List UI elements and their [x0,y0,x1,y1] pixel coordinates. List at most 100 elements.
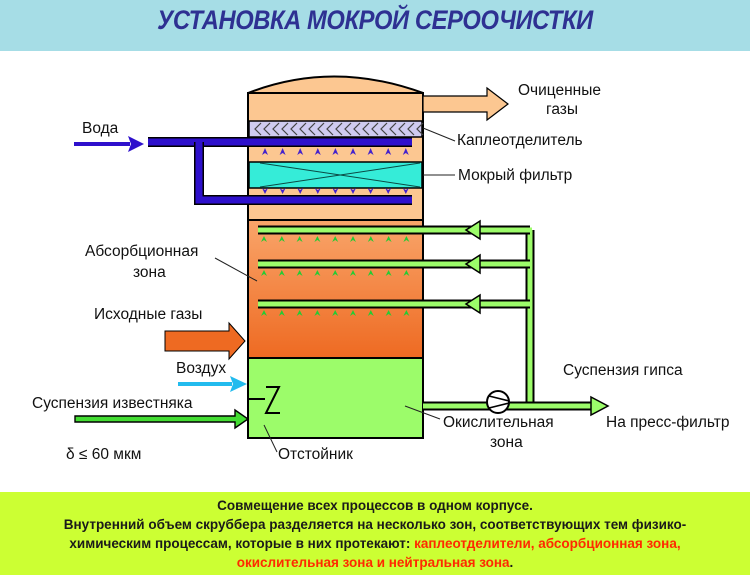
chevron-mark [272,122,280,136]
spray-nozzle-icon [332,310,339,316]
spray-down-icon [332,188,339,194]
spray-nozzle-icon [367,270,374,276]
header-bar: УСТАНОВКА МОКРОЙ СЕРООЧИСТКИ [0,0,750,51]
spray-down-icon [297,188,304,194]
limestone-arrow [74,408,250,430]
spray-up-icon [279,148,286,155]
caption-highlight-1: каплеотделители, абсорбционная зона, [414,536,681,551]
caption-line-4-suffix: . [509,555,514,570]
spray-up-icon [402,148,409,155]
caption-line-1: Совмещение всех процессов в одном корпус… [217,498,533,513]
chevron-mark [344,122,352,136]
spray-up-icon [262,148,268,155]
mist-eliminator-chevrons [254,122,424,136]
caption-line-2: Внутренний объем скруббера разделяется н… [63,517,687,532]
spray-nozzle-icon [278,310,285,316]
gypsum-outlet-line [423,395,610,417]
spray-down-icon [262,188,268,194]
spray-nozzle-icon [296,270,303,276]
caption-line-4: окислительная зона и нейтральная зона. [0,553,750,572]
leader-lines [214,127,456,453]
spray-nozzle-icon [332,270,339,276]
spray-down-icon [314,188,321,194]
slurry-recirculation-pipes [258,219,535,406]
chevron-mark [371,122,379,136]
spray-nozzle-icon [385,236,392,242]
raw-gas-arrow [164,321,246,361]
spray-up-icon [297,148,304,155]
spray-up-icon [314,148,321,155]
label-mist-eliminator: Каплеотделитель [457,132,583,149]
spray-nozzle-icon [403,236,410,242]
scrubber-diagram [74,75,610,453]
chevron-mark [263,122,271,136]
chevron-mark [308,122,316,136]
spray-down-icon [279,188,286,194]
air-inlet-arrow [178,376,247,392]
pump-icon [486,390,510,414]
spray-up-icon [332,148,339,155]
spray-down-icon [350,188,356,194]
label-air: Воздух [176,360,227,377]
clean-gas-arrow [422,86,509,122]
spray-nozzle-icon [385,310,392,316]
spray-up-icon [367,148,374,155]
label-absorption-zone: Абсорбционная [85,243,199,260]
spray-nozzle-icon [367,236,374,242]
spray-down-icon [385,188,392,194]
label-wet-filter: Мокрый фильтр [458,167,573,184]
spray-nozzle-icon [403,310,410,316]
label-settler: Отстойник [278,446,353,463]
water-pipes [148,137,412,205]
spray-nozzle-icon [261,270,267,276]
spray-nozzle-icon [332,236,339,242]
spray-nozzle-icon [403,270,410,276]
chevron-mark [281,122,289,136]
spray-down-icon [367,188,374,194]
chevron-mark [317,122,325,136]
spray-nozzle-icon [367,310,374,316]
absorption-zone [247,219,424,359]
caption-line-3: химическим процессам, которые в них прот… [0,534,750,553]
spray-nozzle-icon [278,236,285,242]
spray-nozzle-icon [350,270,356,276]
chevron-mark [326,122,334,136]
chevron-mark [380,122,388,136]
chevron-mark [299,122,307,136]
flow-arrow-icon [464,219,481,241]
wet-filter [248,161,423,189]
chevron-mark [407,122,415,136]
spray-nozzle-icon [261,310,267,316]
label-limestone: Суспензия известняка [32,395,193,412]
air-sparger-icon [249,386,281,414]
label-clean-gas: Очиценные [518,82,601,99]
label-particle-size: δ ≤ 60 мкм [66,446,142,463]
caption-highlight-2: окислительная зона и нейтральная зона [236,555,510,570]
chevron-mark [335,122,343,136]
spray-nozzle-icon [385,270,392,276]
label-water: Вода [82,120,119,137]
oxidation-zone [247,357,424,439]
flow-arrow-icon [464,293,481,315]
water-inlet-arrow [74,136,144,152]
caption-line-3-text: химическим процессам, которые в них прот… [69,536,415,551]
label-gypsum: Суспензия гипса [563,362,683,379]
chevron-mark [398,122,406,136]
spray-up-icon [385,148,392,155]
spray-nozzle-icon [314,236,321,242]
label-oxidation-zone-2: зона [490,434,523,451]
chevron-mark [290,122,298,136]
spray-nozzle-icon [314,310,321,316]
label-raw-gas: Исходные газы [94,306,203,323]
flow-arrow-icon [464,253,481,275]
page-title: УСТАНОВКА МОКРОЙ СЕРООЧИСТКИ [157,5,593,35]
spray-nozzle-icon [296,236,303,242]
label-oxidation-zone: Окислительная [443,414,554,431]
spray-down-icon [402,188,409,194]
chevron-mark [353,122,361,136]
label-press-filter: На пресс-фильтр [606,414,730,431]
slurry-spray-nozzles [261,236,410,316]
water-spray-nozzles [262,148,409,194]
spray-nozzle-icon [296,310,303,316]
chevron-mark [254,122,262,136]
